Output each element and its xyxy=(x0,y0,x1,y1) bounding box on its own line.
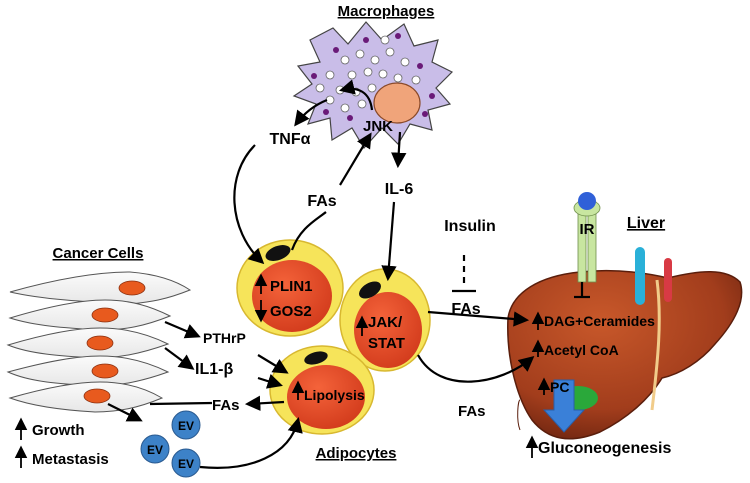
growth-label: Growth xyxy=(32,422,85,439)
gluconeogenesis-arrow xyxy=(542,379,586,433)
ev-label: EV xyxy=(178,457,194,471)
heading-adipocytes: Adipocytes xyxy=(316,445,397,462)
jnk-label: JNK xyxy=(363,118,393,135)
dag-ceramides-label: DAG+Ceramides xyxy=(544,313,655,329)
heading-liver: Liver xyxy=(627,215,665,232)
cancer-cell xyxy=(8,381,164,413)
jak-label: JAK/ xyxy=(368,314,403,331)
heading-macrophages: Macrophages xyxy=(338,3,435,20)
ev-vesicle: EV xyxy=(171,448,201,478)
ev-vesicle: EV xyxy=(140,434,170,464)
lipolysis-label: Lipolysis xyxy=(304,387,365,403)
fas-label: FAs xyxy=(212,397,240,414)
adipocyte-lipolysis xyxy=(269,345,375,435)
cancer-cell xyxy=(6,327,170,359)
gos2-label: GOS2 xyxy=(270,303,312,320)
tnfa-label: TNFα xyxy=(270,131,311,148)
arrows xyxy=(107,79,590,469)
ev-vesicle: EV xyxy=(171,410,201,440)
acetyl-coa-label: Acetyl CoA xyxy=(544,342,619,358)
pc-label: PC xyxy=(550,379,569,395)
metastasis-label: Metastasis xyxy=(32,451,109,468)
cancer-cells xyxy=(6,271,192,413)
plin1-label: PLIN1 xyxy=(270,278,313,295)
pthrp-label: PTHrP xyxy=(203,330,246,346)
adipocyte-jak-stat xyxy=(339,268,431,372)
il6-label: IL-6 xyxy=(385,181,414,198)
fas-label: FAs xyxy=(451,301,480,318)
indicator-arrows xyxy=(14,273,551,468)
ev-label: EV xyxy=(147,443,163,457)
stat-label: STAT xyxy=(368,335,405,352)
cancer-cell xyxy=(8,299,172,331)
cancer-cell xyxy=(9,271,192,305)
ir-label: IR xyxy=(580,221,595,238)
fas-label: FAs xyxy=(458,403,486,420)
heading-cancer-cells: Cancer Cells xyxy=(53,245,144,262)
ev-label: EV xyxy=(178,419,194,433)
gluconeogenesis-label: Gluconeogenesis xyxy=(538,440,671,457)
insulin-label: Insulin xyxy=(444,218,496,235)
liver xyxy=(507,247,743,440)
cancer-cell xyxy=(6,355,170,387)
il1b-label: IL1-β xyxy=(195,361,233,378)
macrophage-cell xyxy=(292,21,454,150)
fas-label: FAs xyxy=(307,193,336,210)
